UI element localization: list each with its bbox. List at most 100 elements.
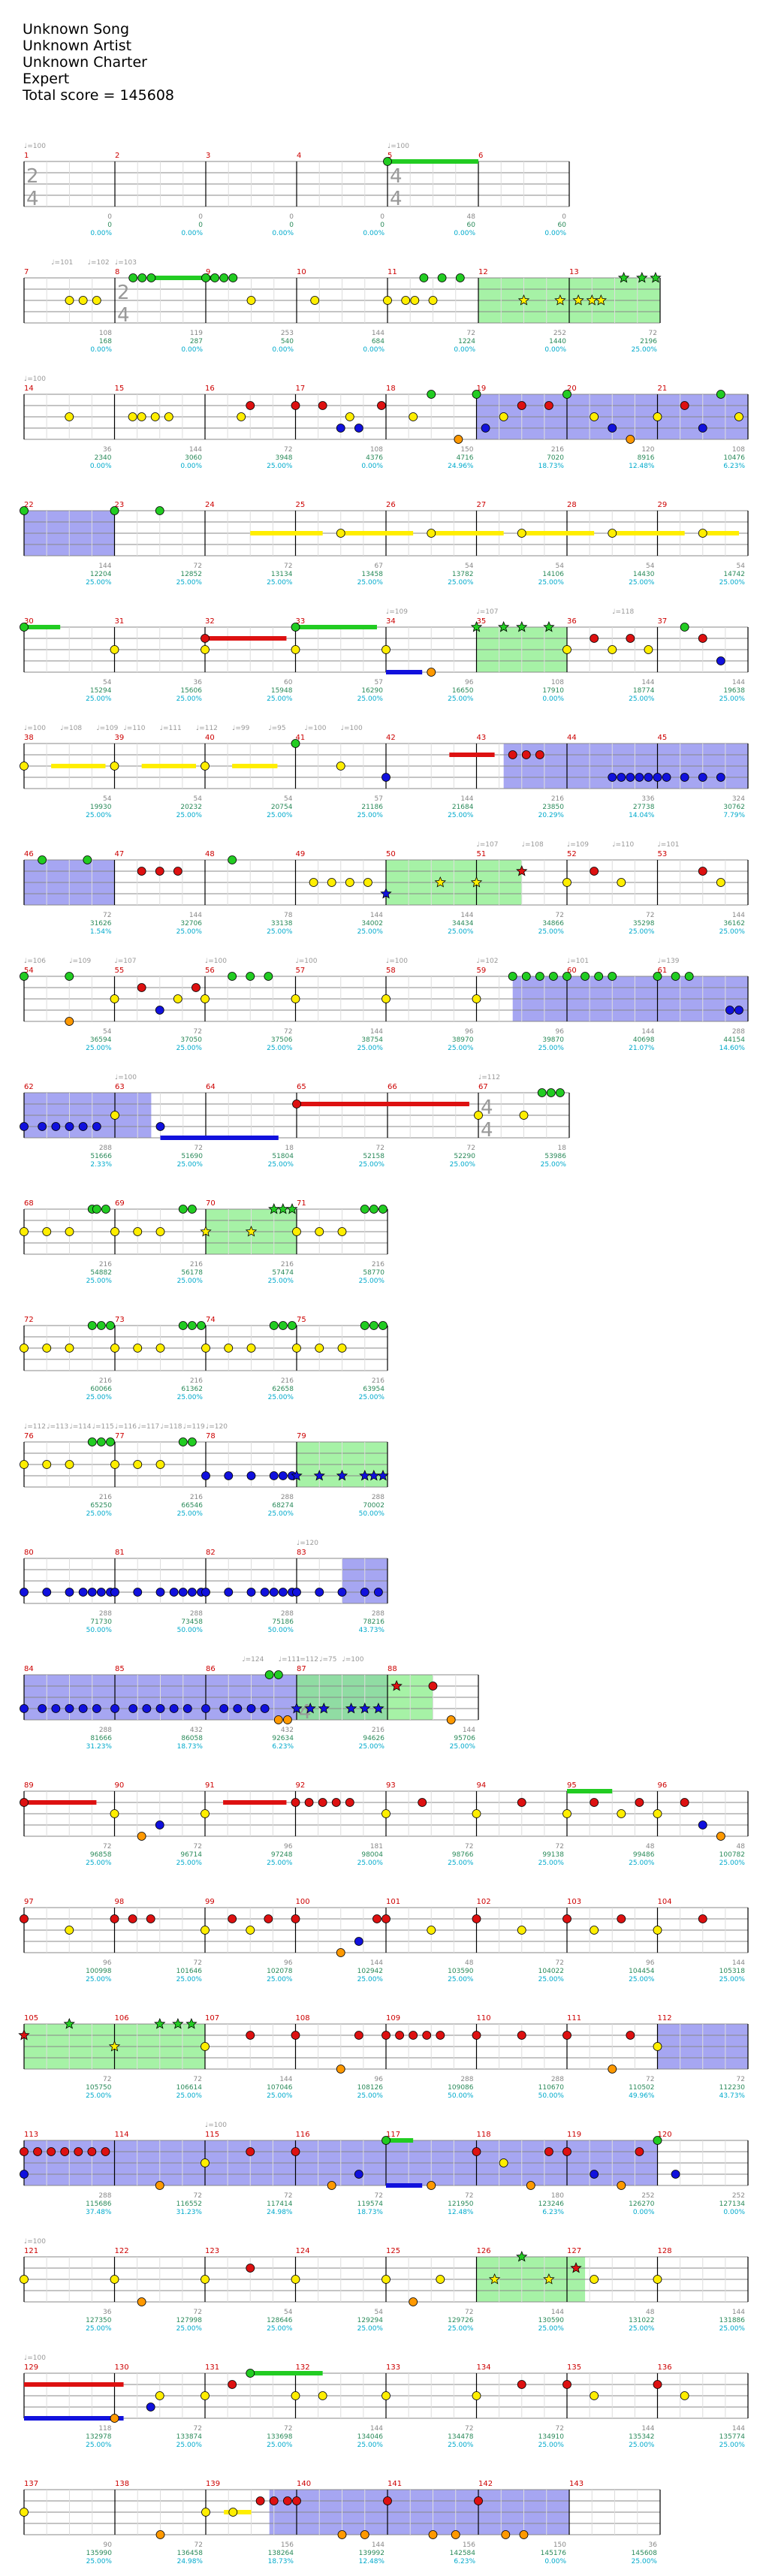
star-note [516, 2250, 528, 2262]
star-power-percent: 25.00% [719, 579, 746, 587]
measure-note-score: 216 [372, 1261, 384, 1268]
note [201, 994, 210, 1003]
measure-note-score: 72 [465, 2425, 473, 2433]
note [155, 1227, 165, 1236]
note [684, 972, 694, 981]
star-power-percent: 0.00% [542, 695, 564, 703]
measure-number: 11 [388, 268, 397, 276]
note [454, 435, 463, 444]
sustain-bar [567, 1789, 613, 1793]
note [78, 1704, 88, 1713]
star-power-percent: 37.48% [86, 2209, 112, 2216]
note [264, 972, 273, 981]
note [38, 855, 47, 864]
measure-number: 10 [297, 268, 306, 276]
note [517, 529, 526, 538]
measure-note-score: 144 [641, 2425, 654, 2433]
note [110, 645, 119, 654]
note [315, 1588, 324, 1597]
star-note [517, 294, 530, 306]
note [264, 1670, 274, 1679]
note [201, 634, 210, 643]
note [201, 645, 210, 654]
note [87, 1437, 97, 1446]
measure-number: 86 [206, 1665, 216, 1673]
measure-note-score: 57 [375, 679, 383, 686]
measure-note-score: 216 [99, 1261, 112, 1268]
song-charter: Unknown Charter [23, 54, 147, 71]
note [246, 1588, 256, 1597]
star-note [391, 1679, 403, 1691]
measure-number: 108 [296, 2014, 310, 2022]
star-power-percent: 25.00% [629, 695, 655, 703]
star-note [543, 620, 555, 632]
star-power-percent: 25.00% [629, 928, 655, 936]
measure-number: 79 [297, 1432, 306, 1440]
measure-note-score: 120 [641, 446, 654, 454]
tempo-marker: ♩=100 [296, 958, 318, 965]
cumulative-score: 117414 [267, 2200, 293, 2208]
note [101, 2147, 110, 2156]
star-note [617, 271, 630, 283]
measure-note-score: 288 [551, 2076, 564, 2083]
note [65, 1227, 74, 1236]
cumulative-score: 52158 [363, 1153, 384, 1160]
measure-note-score: 57 [375, 795, 383, 803]
measure-note-score: 54 [284, 2309, 293, 2316]
cumulative-score: 37050 [180, 1036, 202, 1044]
note [60, 2147, 70, 2156]
note [626, 634, 635, 643]
star-power-percent: 25.00% [450, 1161, 476, 1169]
note [246, 401, 255, 410]
sustain-bar [51, 764, 106, 768]
measure-note-score: 96 [646, 1959, 655, 1967]
note [354, 424, 363, 433]
measure-note-score: 144 [732, 2425, 745, 2433]
cumulative-score: 108126 [357, 2084, 384, 2092]
cumulative-score: 14106 [542, 571, 564, 578]
sustain-bar [160, 1136, 279, 1140]
measure-note-score: 54 [103, 795, 112, 803]
measure-note-score: 72 [103, 2076, 111, 2083]
star-power-percent: 25.00% [629, 2325, 655, 2333]
measure-note-score: 216 [372, 1377, 384, 1385]
measure-note-score: 72 [194, 2192, 202, 2200]
sustain-bar [24, 625, 61, 629]
note [106, 1437, 115, 1446]
note [20, 1227, 29, 1236]
note [51, 1704, 61, 1713]
note [201, 1344, 210, 1353]
note [549, 972, 558, 981]
note [590, 634, 599, 643]
tempo-marker: ♩=107 [477, 608, 499, 616]
measure-note-score: 108 [551, 679, 564, 686]
cumulative-score: 139992 [359, 2550, 384, 2557]
note [378, 1321, 388, 1330]
cumulative-score: 168 [99, 338, 112, 345]
note [716, 656, 725, 665]
measure-number: 138 [115, 2480, 129, 2488]
note [20, 972, 29, 981]
cumulative-score: 81666 [90, 1735, 112, 1742]
measure-note-score: 118 [98, 2425, 111, 2433]
star-power-percent: 0.00% [454, 346, 475, 354]
measure-number: 66 [388, 1083, 397, 1091]
note [65, 972, 74, 981]
note [137, 2297, 146, 2306]
note [92, 1704, 101, 1713]
star-power-percent: 25.00% [629, 2442, 655, 2449]
measure-number: 136 [658, 2363, 672, 2372]
star-power-percent: 25.00% [268, 1394, 294, 1401]
star-note [434, 876, 447, 888]
note [608, 424, 617, 433]
measure-note-score: 72 [465, 2309, 473, 2316]
note [201, 2391, 210, 2400]
measure-number: 112 [658, 2014, 672, 2022]
note [427, 668, 436, 677]
note [521, 972, 531, 981]
sustain-bar [431, 531, 504, 535]
note [78, 296, 88, 305]
note [372, 1914, 381, 1923]
note [381, 2391, 391, 2400]
time-signature-top: 4 [481, 1096, 493, 1119]
